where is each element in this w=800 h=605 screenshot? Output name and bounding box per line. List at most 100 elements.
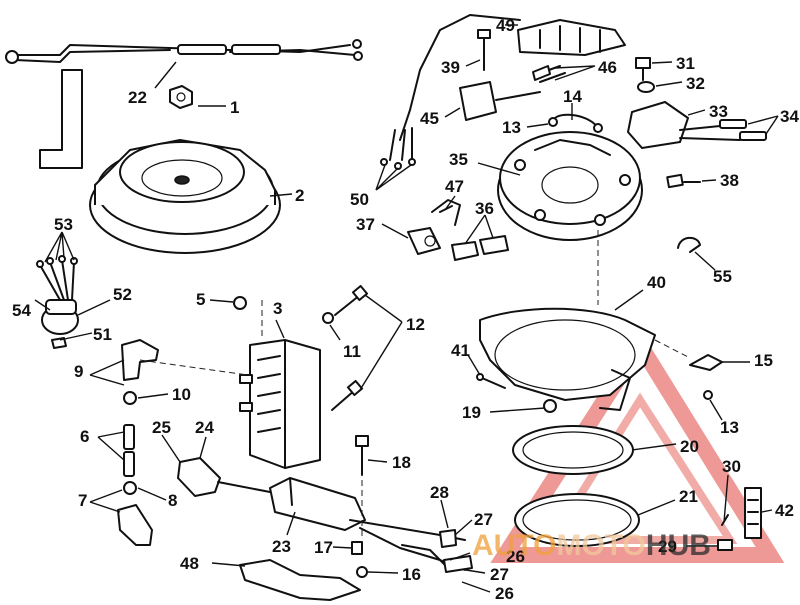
washer-part-5 [233,296,247,310]
callout-49: 49 [496,16,515,35]
battery-cable-part-22 [5,39,363,64]
callout-17: 17 [314,538,333,557]
callout-25: 25 [152,418,171,437]
stator-plate-part-35 [497,131,643,241]
ring-part-21 [514,493,640,547]
callout-37: 37 [356,215,375,234]
callout-29: 29 [658,537,677,556]
callout-24: 24 [195,418,214,437]
screw-part-29 [717,539,733,551]
callout-45: 45 [420,109,439,128]
watermark-hub: HUB [646,529,711,562]
screw-part-31 [635,57,651,81]
callout-14: 14 [563,87,582,106]
callout-11: 11 [343,342,361,361]
callout-22: 22 [128,88,147,107]
callout-18: 18 [392,453,411,472]
watermark-text: AUTOMOTOHUB [472,529,711,562]
connector-part-37 [407,227,441,255]
temp-switch-assembly [36,255,79,349]
callout-31: 31 [676,54,695,73]
callout-28: 28 [430,483,449,502]
callout-2: 2 [295,186,304,205]
callout-35: 35 [449,150,468,169]
spacer-part-17 [351,541,363,555]
callout-40: 40 [647,273,666,292]
washer-part-32 [637,81,655,93]
alignment-line-15 [654,339,691,359]
clip-part-55 [677,236,701,253]
callout-20: 20 [680,437,699,456]
sensor-part-33 [627,101,767,149]
clamp-part-14 [548,113,603,133]
washer-part-11 [322,312,334,324]
flywheel-holder-bracket [39,69,83,169]
watermark-moto: MOTO [556,529,645,562]
callout-6: 6 [80,427,89,446]
connector-part-49 [517,19,626,56]
clip-part-47 [431,199,461,226]
screw-part-13 [703,390,713,400]
callout-54: 54 [12,301,31,320]
pin-part-30 [721,514,729,526]
callout-9: 9 [74,362,83,381]
callout-15: 15 [754,351,773,370]
callout-13-lower: 13 [720,418,739,437]
callout-26-lower: 26 [495,584,514,603]
callout-55: 55 [713,267,732,286]
callout-labels: 22 1 2 53 54 52 51 5 3 12 11 9 10 6 25 2… [12,16,799,603]
callout-32: 32 [686,74,705,93]
callout-27-upper: 27 [474,510,493,529]
callout-21: 21 [679,487,698,506]
watermark-auto: AUTO [472,529,556,562]
spark-plug-boots [117,339,159,546]
callout-42: 42 [775,501,794,520]
leader-lines [34,24,779,593]
callout-27-lower: 27 [490,565,509,584]
callout-26-upper: 26 [506,547,525,566]
power-pack-part-3 [239,339,321,469]
bracket-part-15 [689,354,723,371]
callout-38: 38 [720,171,739,190]
callout-52: 52 [113,285,132,304]
callout-19: 19 [462,403,481,422]
screw-part-18 [355,435,369,476]
callout-12: 12 [406,315,425,334]
svg-text:AUTOMOTOHUB: AUTOMOTOHUB [472,529,711,562]
callout-47: 47 [445,177,464,196]
callout-34: 34 [780,107,799,126]
terminal-part-28 [439,529,457,548]
screw-part-41 [476,373,506,389]
screw-part-39 [477,29,491,71]
callout-41: 41 [451,341,470,360]
washer-part-16 [356,566,368,578]
connector-part-45 [459,81,541,121]
callout-53: 53 [54,215,73,234]
bracket-part-42 [744,487,762,539]
callout-7: 7 [78,491,87,510]
callout-46: 46 [598,58,617,77]
callout-33: 33 [709,102,728,121]
callout-13-upper: 13 [502,118,521,137]
callout-5: 5 [196,290,205,309]
callout-51: 51 [93,325,112,344]
ignition-coil-part-23 [177,457,466,571]
callout-36: 36 [475,199,494,218]
bracket-part-48 [239,559,361,601]
callout-10: 10 [172,385,191,404]
callout-30: 30 [722,457,741,476]
harness-part-50 [380,14,521,170]
sleeves-part-36 [451,235,509,261]
callout-1: 1 [230,98,239,117]
retainer-part-40 [479,307,656,411]
callout-23: 23 [272,537,291,556]
screws-part-12 [331,284,369,411]
callout-48: 48 [180,554,199,573]
alignment-line-9 [139,359,249,376]
callout-16: 16 [402,565,421,584]
ring-part-20 [512,425,634,475]
callout-8: 8 [168,491,177,510]
callout-50: 50 [350,190,369,209]
screw-part-19 [543,399,557,413]
